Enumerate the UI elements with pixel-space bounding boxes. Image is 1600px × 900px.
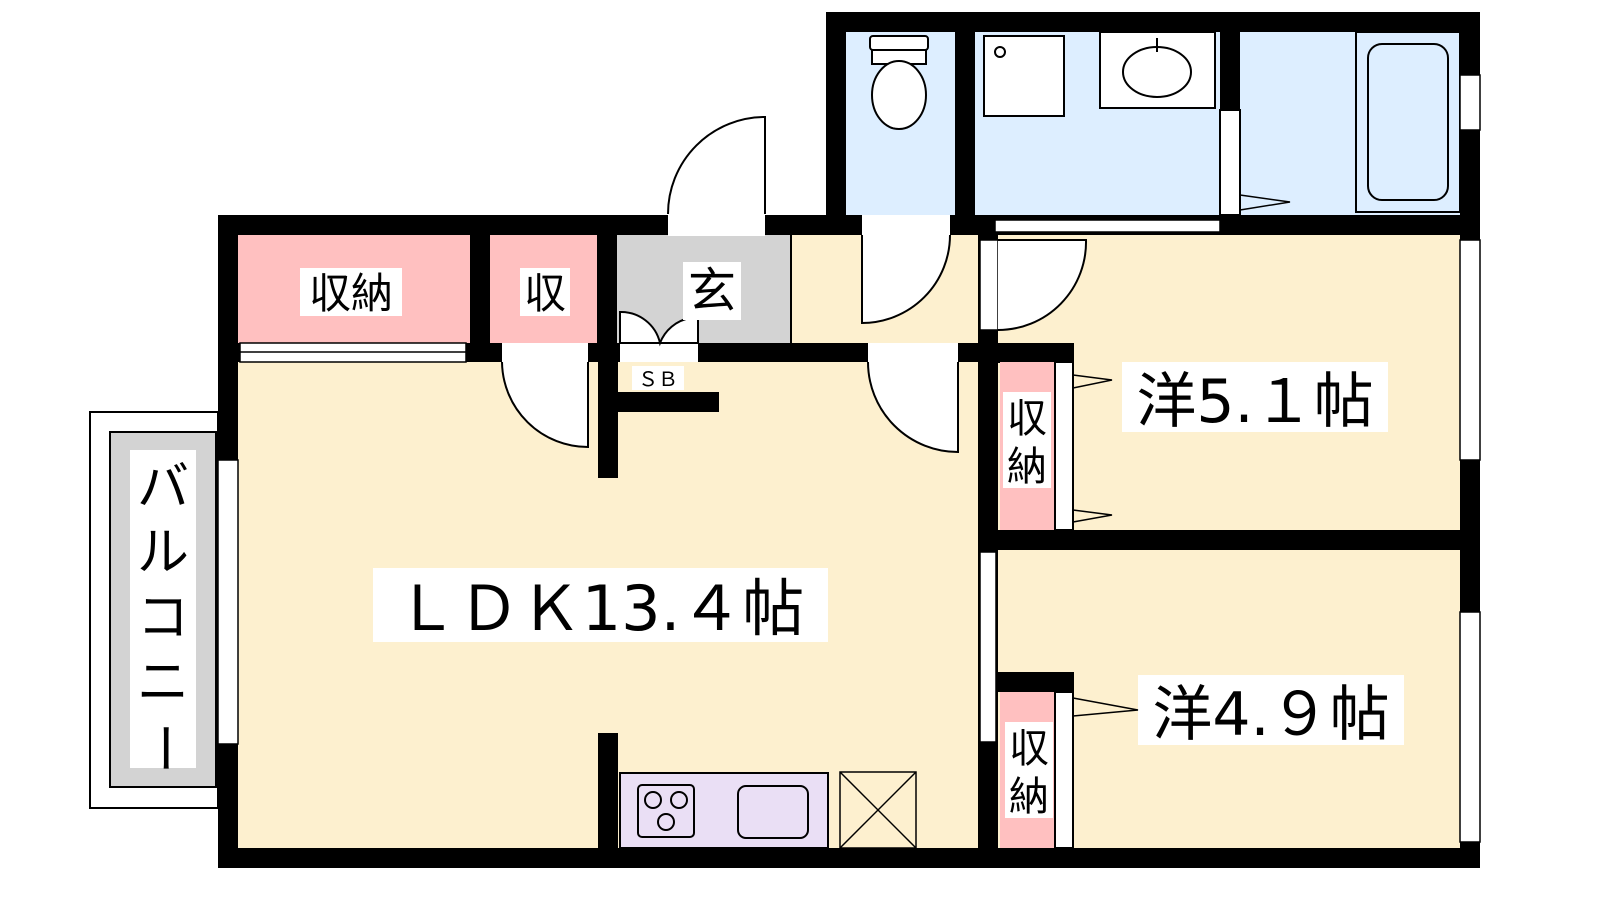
stove-icon xyxy=(637,784,695,838)
ldk-label: ＬＤＫ13.４帖 xyxy=(396,572,805,645)
sink-icon xyxy=(1099,31,1216,109)
storage-small-label: 収 xyxy=(524,269,566,318)
closet-1-label: 納 xyxy=(1007,444,1047,490)
bath-sliding-door[interactable] xyxy=(994,219,1221,233)
window xyxy=(217,74,1481,843)
ldk-door-2[interactable] xyxy=(867,343,959,454)
balcony-label: バ xyxy=(137,458,189,518)
toilet-door[interactable] xyxy=(861,215,951,325)
washroom-door[interactable] xyxy=(979,239,1088,331)
closet-1-label: 収 xyxy=(1007,396,1047,442)
refrigerator-space xyxy=(839,771,917,849)
washing-machine-icon xyxy=(983,35,1065,117)
closet-2-label: 収 xyxy=(1009,726,1049,772)
balcony-label: ー xyxy=(133,722,193,774)
ldk-pillar xyxy=(598,343,618,478)
sink-icon xyxy=(737,785,809,839)
balcony-label: コ xyxy=(137,588,189,648)
balcony-label: ル xyxy=(137,523,189,583)
entrance-label: 玄 xyxy=(688,263,736,319)
room2-sliding-door[interactable] xyxy=(979,551,997,743)
closet-2-wall xyxy=(990,672,1074,692)
front-door[interactable] xyxy=(667,115,766,236)
closet-2-label: 納 xyxy=(1009,774,1049,820)
balcony-label: ニ xyxy=(137,653,189,713)
sb-wall xyxy=(617,392,719,412)
ldk-door-1[interactable] xyxy=(501,343,589,449)
western-room-1-label: 洋5.１帖 xyxy=(1136,367,1373,437)
bathroom xyxy=(1240,32,1460,215)
toilet-icon xyxy=(869,35,929,130)
closet-1-wall xyxy=(990,343,1074,363)
storage-label: 収納 xyxy=(309,269,393,318)
storage-sliding-door[interactable] xyxy=(239,342,467,363)
western-room-2-label: 洋4.９帖 xyxy=(1152,680,1389,750)
kitchen-counter xyxy=(619,772,829,849)
shoe-box-label: ＳＢ xyxy=(638,367,678,391)
balcony xyxy=(89,411,219,809)
ldk-pillar-2 xyxy=(598,733,618,848)
